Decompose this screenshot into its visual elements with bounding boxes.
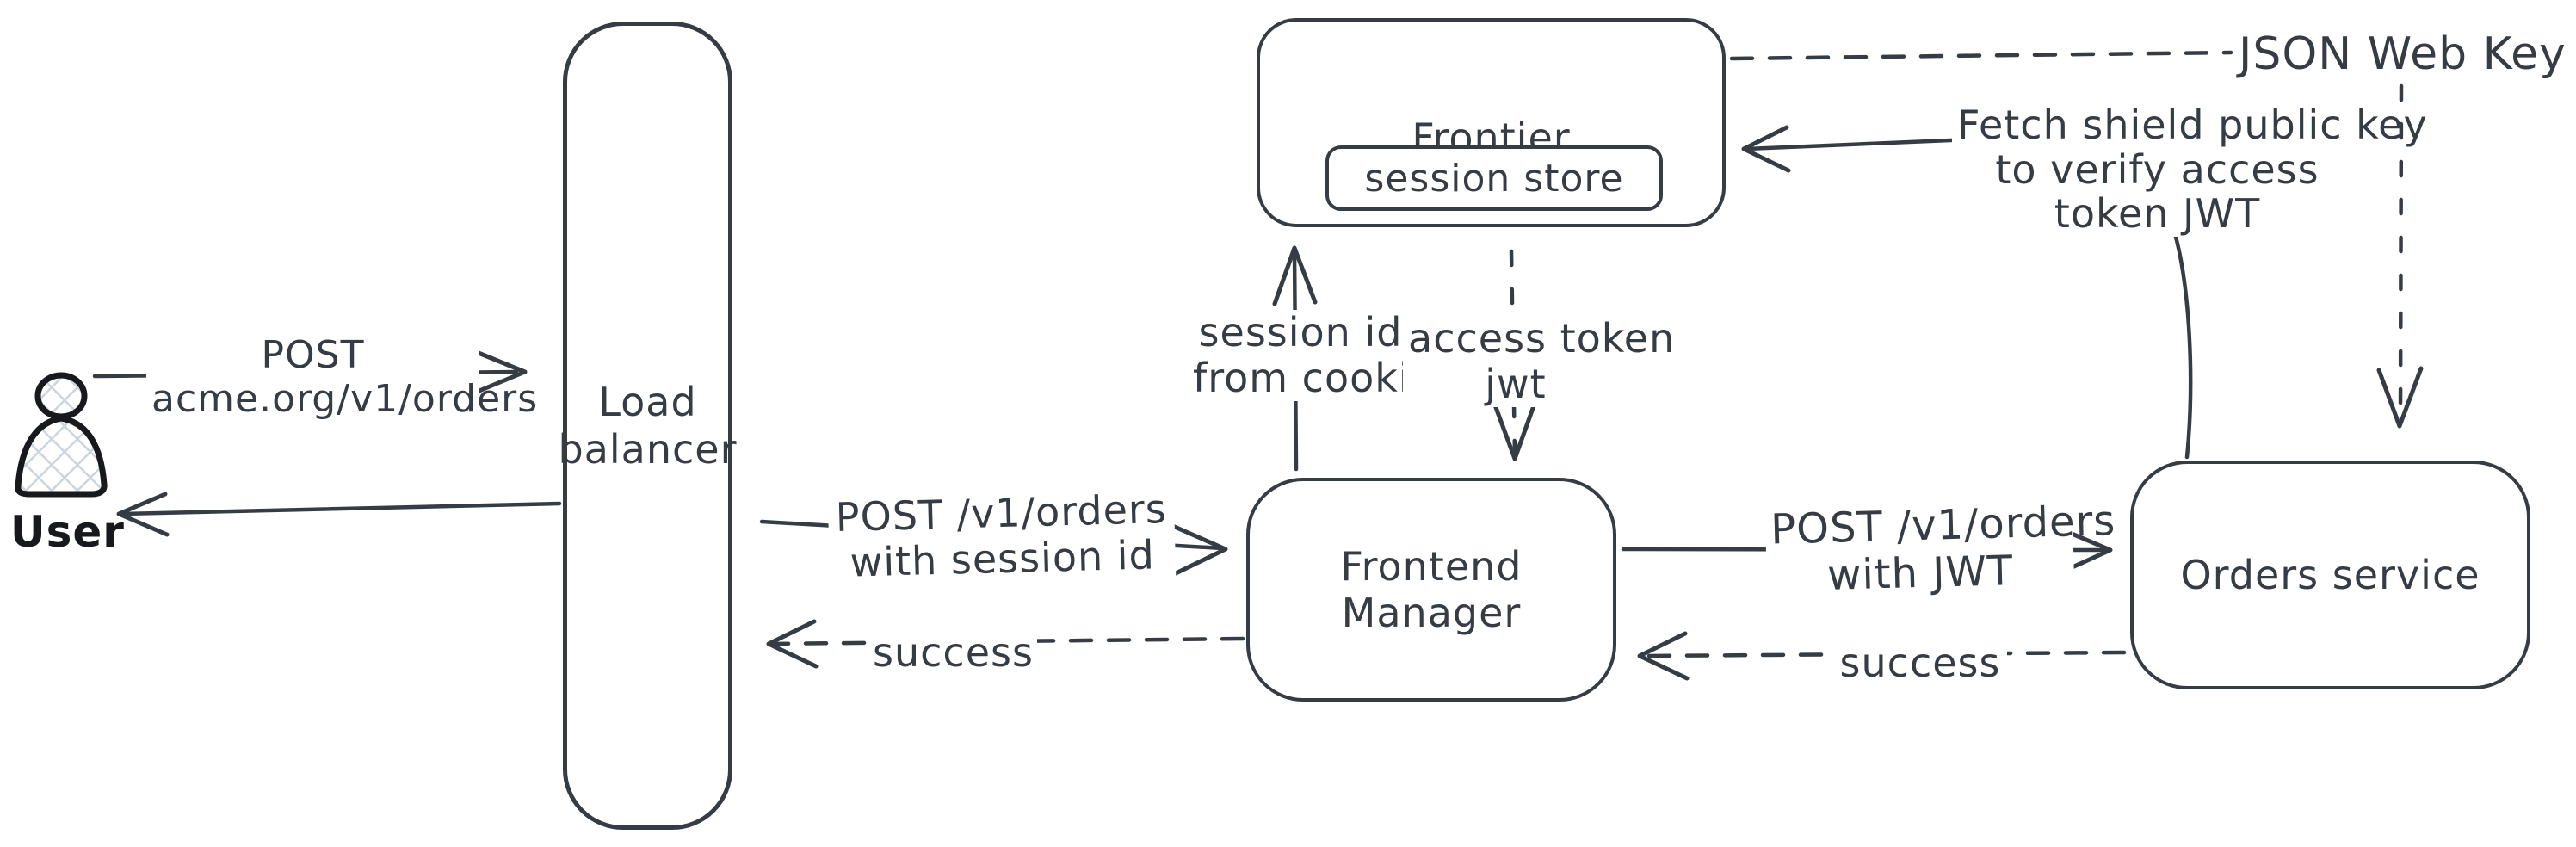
node-frontier: Frontier session store — [1257, 18, 1726, 227]
edge-label-post-jwt: POST /v1/orders with JWT — [1764, 497, 2116, 603]
session-store-label: session store — [1364, 156, 1624, 201]
edge-label-post-acme-line2: acme.org/v1/orders — [151, 376, 539, 421]
edge-label-fetch-key-line1: Fetch shield public key — [1957, 102, 2428, 148]
edge-jwks-to-orders — [2376, 83, 2424, 429]
node-load-balancer: Load balancer — [559, 22, 737, 830]
edge-label-session-id-line2: from cookies — [1193, 354, 1457, 401]
edge-label-session-id-cookies: session id from cookies — [1188, 309, 1457, 401]
edge-label-post-jwt-line1: POST /v1/orders — [1770, 497, 2116, 554]
edge-label-fetch-key-line2: to verify access — [1995, 145, 2320, 193]
edge-lb-to-user — [116, 492, 562, 537]
user-label: User — [10, 507, 125, 557]
orders-service-label: Orders service — [2180, 551, 2480, 598]
edge-label-post-session-line2: with session id — [849, 531, 1156, 586]
edge-label-post-acme-line1: POST — [261, 333, 365, 377]
node-session-store: session store — [1325, 145, 1663, 211]
edge-label-jwks: JSON Web Key Set — [2239, 28, 2576, 80]
edge-label-post-jwt-line2: with JWT — [1826, 547, 2014, 600]
edge-label-fetch-key-line3: token JWT — [2054, 190, 2261, 238]
user-head — [34, 372, 88, 420]
load-balancer-label-line2: balancer — [558, 425, 738, 473]
user-person-icon — [15, 372, 108, 498]
edge-frontier-to-jwks — [1729, 50, 2233, 61]
frontend-manager-label-line2: Manager — [1341, 590, 1522, 636]
edge-orders-fetch-key — [1741, 125, 2193, 460]
node-orders-service: Orders service — [2130, 461, 2530, 689]
node-frontend-manager: Frontend Manager — [1246, 478, 1616, 702]
edge-frontier-to-fm — [1492, 249, 1538, 461]
edge-label-access-token-line1: access token — [1408, 315, 1676, 362]
edge-label-success-left: success — [868, 630, 1037, 676]
edge-label-session-id-line1: session id — [1198, 309, 1403, 355]
load-balancer-label-line1: Load — [598, 379, 697, 426]
edge-label-post-session: POST /v1/orders with session id — [827, 485, 1177, 587]
frontend-manager-label-line1: Frontend — [1340, 542, 1523, 590]
edge-label-post-acme: POST acme.org/v1/orders — [146, 333, 539, 422]
edge-label-access-token-line2: jwt — [1485, 360, 1547, 407]
edge-label-success-right: success — [1833, 640, 2007, 686]
edge-label-fetch-key: Fetch shield public key to verify access… — [1952, 102, 2428, 238]
edge-label-access-token-jwt: access token jwt — [1403, 315, 1676, 407]
user-body — [15, 415, 108, 498]
